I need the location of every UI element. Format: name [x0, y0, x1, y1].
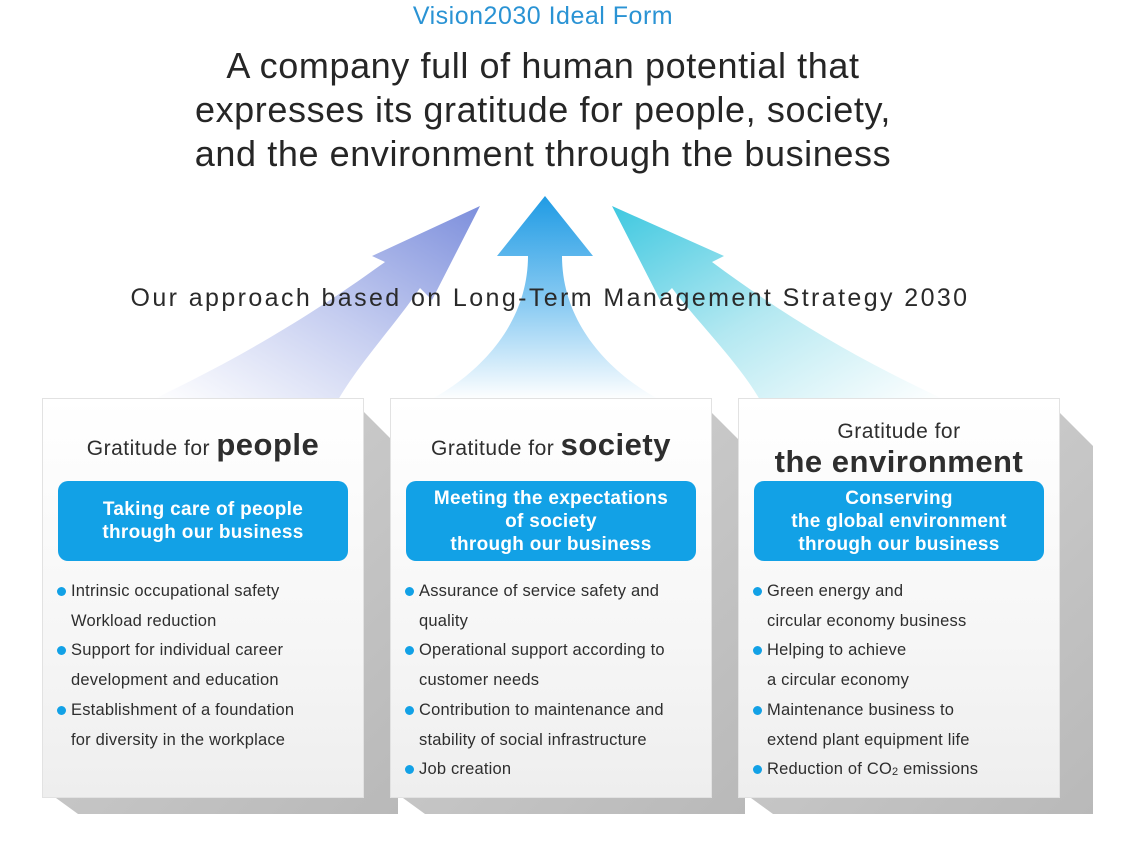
list-item: Assurance of service safety and quality [405, 577, 703, 636]
card-heading: Gratitude for people [86, 427, 320, 462]
approach-caption: Our approach based on Long-Term Manageme… [130, 284, 970, 312]
bullet-dot-icon [753, 765, 762, 775]
arrow-society-icon [430, 196, 660, 400]
vision-eyebrow: Vision2030 Ideal Form [412, 2, 674, 30]
bullet-dot-icon [57, 587, 66, 596]
co2-line: Reduction of CO2 emissions [767, 760, 979, 779]
bullet-dot-icon [405, 705, 414, 715]
card-heading: Gratitude for the environment [774, 420, 1024, 479]
bullet-dot-icon [753, 646, 762, 656]
vision-line: expresses its gratitude for people, soci… [194, 89, 892, 130]
list-item: Operational support according to custome… [405, 636, 703, 695]
list-item: Contribution to maintenance and stabilit… [405, 696, 703, 755]
list-item: Helping to achieve a circular economy [753, 636, 1051, 695]
list-item: Reduction of CO2 emissions [753, 755, 1051, 788]
card-item-list: Green energy and circular economy busine… [753, 577, 1051, 788]
list-item: Green energy and circular economy busine… [753, 577, 1051, 636]
vision-statement: A company full of human potential that e… [0, 44, 1086, 176]
card-heading: Gratitude for society [431, 427, 671, 462]
vision-line: and the environment through the business [194, 133, 892, 174]
bullet-dot-icon [57, 705, 66, 715]
vision-line: A company full of human potential that [226, 45, 860, 86]
card-theme-pill: Conserving the global environment throug… [754, 481, 1044, 561]
card-theme-pill: Taking care of people through our busine… [58, 481, 348, 561]
card-environment: Gratitude for the environment Conserving… [738, 398, 1060, 798]
card-item-list: Intrinsic occupational safety Workload r… [57, 577, 355, 755]
bullet-dot-icon [753, 705, 762, 715]
card-item-list: Assurance of service safety and quality … [405, 577, 703, 785]
card-people: Gratitude for people Taking care of peop… [42, 398, 364, 798]
bullet-dot-icon [405, 765, 414, 775]
arrow-environment-icon [612, 206, 945, 400]
card-theme-pill: Meeting the expectations of society thro… [406, 481, 696, 561]
list-item: Job creation [405, 755, 703, 785]
bullet-dot-icon [57, 646, 66, 656]
list-item: Support for individual career developmen… [57, 636, 355, 695]
list-item: Intrinsic occupational safety Workload r… [57, 577, 355, 636]
arrow-people-icon [152, 206, 480, 400]
bullet-dot-icon [753, 587, 762, 596]
card-society: Gratitude for society Meeting the expect… [390, 398, 712, 798]
bullet-dot-icon [405, 646, 414, 656]
bullet-dot-icon [405, 587, 414, 596]
list-item: Establishment of a foundation for divers… [57, 696, 355, 755]
list-item: Maintenance business to extend plant equ… [753, 696, 1051, 755]
